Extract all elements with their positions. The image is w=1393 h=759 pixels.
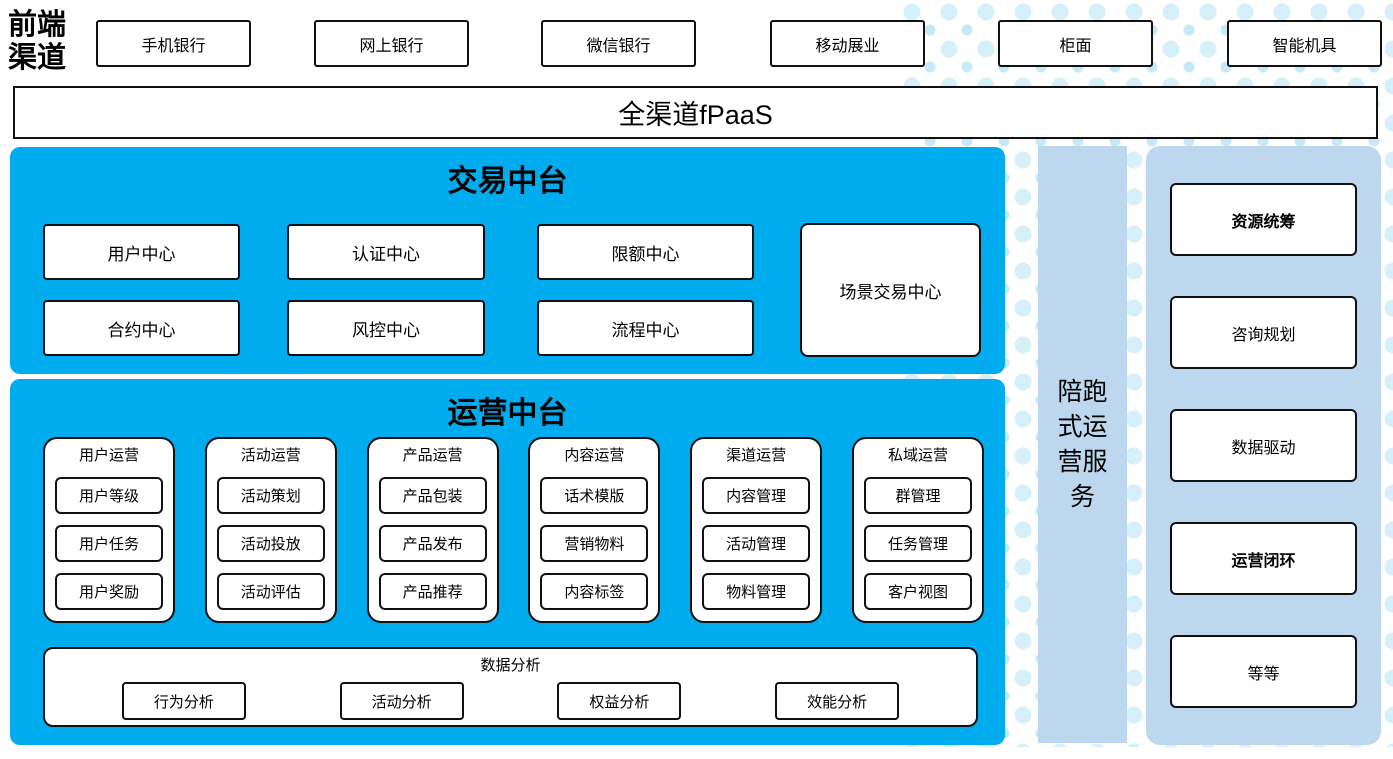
channel-box-counter: 柜面 bbox=[998, 20, 1153, 67]
companion-service-bar: 陪跑式运营服务 bbox=[1038, 146, 1127, 743]
cell-auth-center: 认证中心 bbox=[287, 224, 485, 280]
group-user-operation: 用户运营 用户等级 用户任务 用户奖励 bbox=[43, 437, 175, 623]
group-item: 用户等级 bbox=[55, 477, 163, 514]
service-card-data-driven: 数据驱动 bbox=[1170, 409, 1357, 482]
analysis-item-efficiency: 效能分析 bbox=[775, 682, 900, 720]
group-title: 渠道运营 bbox=[726, 447, 787, 464]
group-item: 群管理 bbox=[863, 477, 972, 514]
cell-contract-center: 合约中心 bbox=[43, 300, 240, 356]
group-item: 产品发布 bbox=[378, 525, 487, 562]
group-title: 产品运营 bbox=[402, 447, 463, 464]
data-analysis-panel: 数据分析 行为分析 活动分析 权益分析 效能分析 bbox=[43, 647, 978, 727]
service-card-etc: 等等 bbox=[1170, 635, 1357, 708]
group-content-operation: 内容运营 话术模版 营销物料 内容标签 bbox=[528, 437, 661, 623]
fpaas-bar: 全渠道fPaaS bbox=[13, 86, 1378, 139]
front-channels-label: 前端渠道 bbox=[8, 9, 67, 74]
data-analysis-title: 数据分析 bbox=[480, 657, 541, 674]
group-product-operation: 产品运营 产品包装 产品发布 产品推荐 bbox=[366, 437, 499, 623]
group-title: 私域运营 bbox=[887, 447, 948, 464]
group-item: 产品包装 bbox=[378, 477, 487, 514]
channel-box-online-banking: 网上银行 bbox=[314, 20, 469, 67]
channel-box-smart-devices: 智能机具 bbox=[1227, 20, 1382, 67]
group-item: 产品推荐 bbox=[378, 573, 487, 610]
right-services-panel: 资源统筹 咨询规划 数据驱动 运营闭环 等等 bbox=[1146, 146, 1381, 745]
channel-box-wechat-banking: 微信银行 bbox=[541, 20, 696, 67]
analysis-item-behavior: 行为分析 bbox=[121, 682, 246, 720]
data-analysis-row: 行为分析 活动分析 权益分析 效能分析 bbox=[45, 682, 976, 720]
group-item: 活动评估 bbox=[216, 573, 325, 610]
operation-platform-section: 运营中台 用户运营 用户等级 用户任务 用户奖励 活动运营 活动策划 活动投放 … bbox=[10, 379, 1005, 745]
service-card-consulting: 咨询规划 bbox=[1170, 296, 1357, 369]
group-item: 话术模版 bbox=[540, 477, 649, 514]
operation-platform-title: 运营中台 bbox=[447, 397, 568, 430]
group-item: 内容标签 bbox=[540, 573, 649, 610]
group-title: 活动运营 bbox=[240, 447, 301, 464]
group-private-domain-operation: 私域运营 群管理 任务管理 客户视图 bbox=[851, 437, 984, 623]
group-item: 活动策划 bbox=[216, 477, 325, 514]
group-title: 内容运营 bbox=[564, 447, 625, 464]
group-item: 客户视图 bbox=[863, 573, 972, 610]
group-item: 任务管理 bbox=[863, 525, 972, 562]
group-item: 活动投放 bbox=[216, 525, 325, 562]
group-title: 用户运营 bbox=[78, 447, 139, 464]
operation-groups-row: 用户运营 用户等级 用户任务 用户奖励 活动运营 活动策划 活动投放 活动评估 … bbox=[43, 437, 984, 623]
cell-risk-center: 风控中心 bbox=[287, 300, 485, 356]
cell-limit-center: 限额中心 bbox=[537, 224, 754, 280]
group-item: 用户奖励 bbox=[55, 573, 163, 610]
transaction-platform-title: 交易中台 bbox=[447, 165, 568, 198]
group-item: 物料管理 bbox=[702, 573, 811, 610]
service-card-operation-loop: 运营闭环 bbox=[1170, 522, 1357, 595]
service-card-resource-planning: 资源统筹 bbox=[1170, 183, 1357, 256]
group-item: 活动管理 bbox=[702, 525, 811, 562]
channel-box-mobile-sales: 移动展业 bbox=[770, 20, 925, 67]
cell-process-center: 流程中心 bbox=[537, 300, 754, 356]
analysis-item-activity: 活动分析 bbox=[339, 682, 464, 720]
companion-service-label: 陪跑式运营服务 bbox=[1057, 377, 1108, 511]
group-item: 内容管理 bbox=[702, 477, 811, 514]
cell-user-center: 用户中心 bbox=[43, 224, 240, 280]
group-item: 用户任务 bbox=[55, 525, 163, 562]
channel-box-mobile-banking: 手机银行 bbox=[96, 20, 251, 67]
transaction-platform-section: 交易中台 用户中心 认证中心 限额中心 合约中心 风控中心 流程中心 场景交易中… bbox=[10, 147, 1005, 374]
group-item: 营销物料 bbox=[540, 525, 649, 562]
cell-scene-transaction-center: 场景交易中心 bbox=[800, 223, 981, 357]
group-channel-operation: 渠道运营 内容管理 活动管理 物料管理 bbox=[690, 437, 823, 623]
analysis-item-benefit: 权益分析 bbox=[557, 682, 682, 720]
group-activity-operation: 活动运营 活动策划 活动投放 活动评估 bbox=[204, 437, 337, 623]
